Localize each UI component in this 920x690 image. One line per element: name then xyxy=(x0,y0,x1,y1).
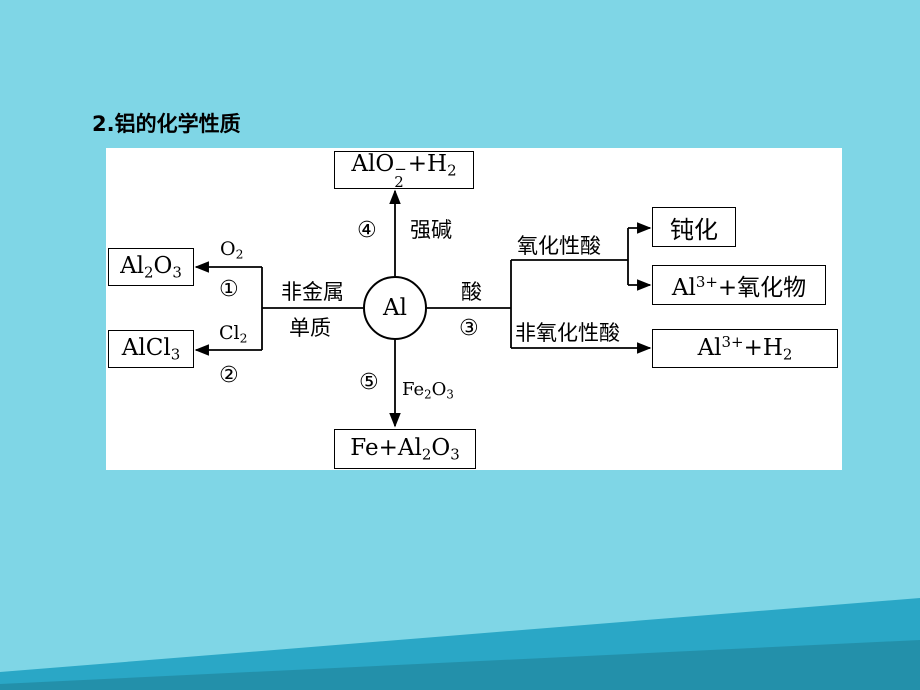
formula-subsup: −2 xyxy=(394,160,407,191)
non-oxidizing-product-formula: Al3++H2 xyxy=(698,333,793,364)
subscript: 2 xyxy=(447,161,457,180)
product-box-alcl3: AlCl3 xyxy=(108,330,194,368)
reagent-o2: O2 xyxy=(220,240,243,261)
product-box-oxidizing-acid: Al3++氧化物 xyxy=(652,265,826,305)
reagent-strong-base: 强碱 xyxy=(410,218,452,242)
formula-part: Al xyxy=(697,335,722,362)
product-box-aluminate: AlO−2+H2 xyxy=(334,151,474,189)
diagram-panel: Al AlO−2+H2 ④ 强碱 ⑤ Fe2O3 Fe+Al2O3 Al2O3 … xyxy=(106,148,842,470)
subscript: 3 xyxy=(450,445,460,464)
formula-part: Cl xyxy=(219,322,240,344)
product-box-passivation: 钝化 xyxy=(652,207,736,247)
aluminum-node: Al xyxy=(363,276,427,340)
formula-part: +H xyxy=(743,335,783,362)
reagent-fe2o3: Fe2O3 xyxy=(402,381,454,401)
category-nonmetal-line1: 非金属 xyxy=(281,280,344,304)
marker-4: ④ xyxy=(357,218,377,243)
reagent-acid: 酸 xyxy=(461,280,482,304)
formula-part: O xyxy=(220,238,236,260)
thermite-formula: Fe+Al2O3 xyxy=(350,435,459,463)
alcl3-formula: AlCl3 xyxy=(122,335,180,363)
formula-part: O xyxy=(431,434,451,461)
superscript: 3+ xyxy=(721,333,744,352)
al2o3-formula: Al2O3 xyxy=(120,253,182,281)
category-nonmetal-line2: 单质 xyxy=(289,316,331,340)
subscript: 2 xyxy=(235,247,244,262)
product-box-thermite: Fe+Al2O3 xyxy=(334,429,476,469)
formula-part: AlCl xyxy=(121,334,171,361)
marker-5: ⑤ xyxy=(359,370,379,395)
product-box-al2o3: Al2O3 xyxy=(108,248,194,286)
marker-2: ② xyxy=(219,363,239,388)
charge: − xyxy=(394,160,407,179)
bottom-accent-band-shadow xyxy=(0,640,920,690)
reagent-cl2: Cl2 xyxy=(219,324,247,345)
label-oxidizing-acid: 氧化性酸 xyxy=(517,234,601,258)
subscript: 2 xyxy=(239,331,248,346)
subscript: 3 xyxy=(170,345,181,364)
label-non-oxidizing-acid: 非氧化性酸 xyxy=(515,321,620,345)
marker-1: ① xyxy=(219,277,239,302)
subscript: 3 xyxy=(446,387,454,402)
subscript: 2 xyxy=(424,387,432,402)
section-heading: 2.铝的化学性质 xyxy=(92,112,241,136)
connector-lines xyxy=(194,189,652,428)
formula-part: +氧化物 xyxy=(717,275,807,301)
formula-part: Fe+Al xyxy=(350,434,422,461)
formula-part: Al xyxy=(671,275,696,301)
subscript: 2 xyxy=(394,173,404,191)
marker-3: ③ xyxy=(459,316,479,341)
product-box-non-oxidizing-acid: Al3++H2 xyxy=(652,329,838,368)
formula-part: O xyxy=(153,252,173,279)
formula-part: +H xyxy=(407,151,448,178)
oxidizing-product-formula: Al3++氧化物 xyxy=(672,268,806,302)
superscript: 3+ xyxy=(695,272,718,291)
subscript: 2 xyxy=(144,263,154,282)
subscript: 2 xyxy=(421,445,432,464)
aluminate-formula: AlO−2+H2 xyxy=(351,151,457,191)
subscript: 2 xyxy=(782,345,793,364)
formula-part: Al xyxy=(120,252,145,279)
formula-part: O xyxy=(431,379,447,400)
subscript: 3 xyxy=(172,263,182,282)
passivation-text: 钝化 xyxy=(670,215,718,244)
formula-part: AlO xyxy=(351,151,395,178)
formula-part: Fe xyxy=(402,379,425,400)
